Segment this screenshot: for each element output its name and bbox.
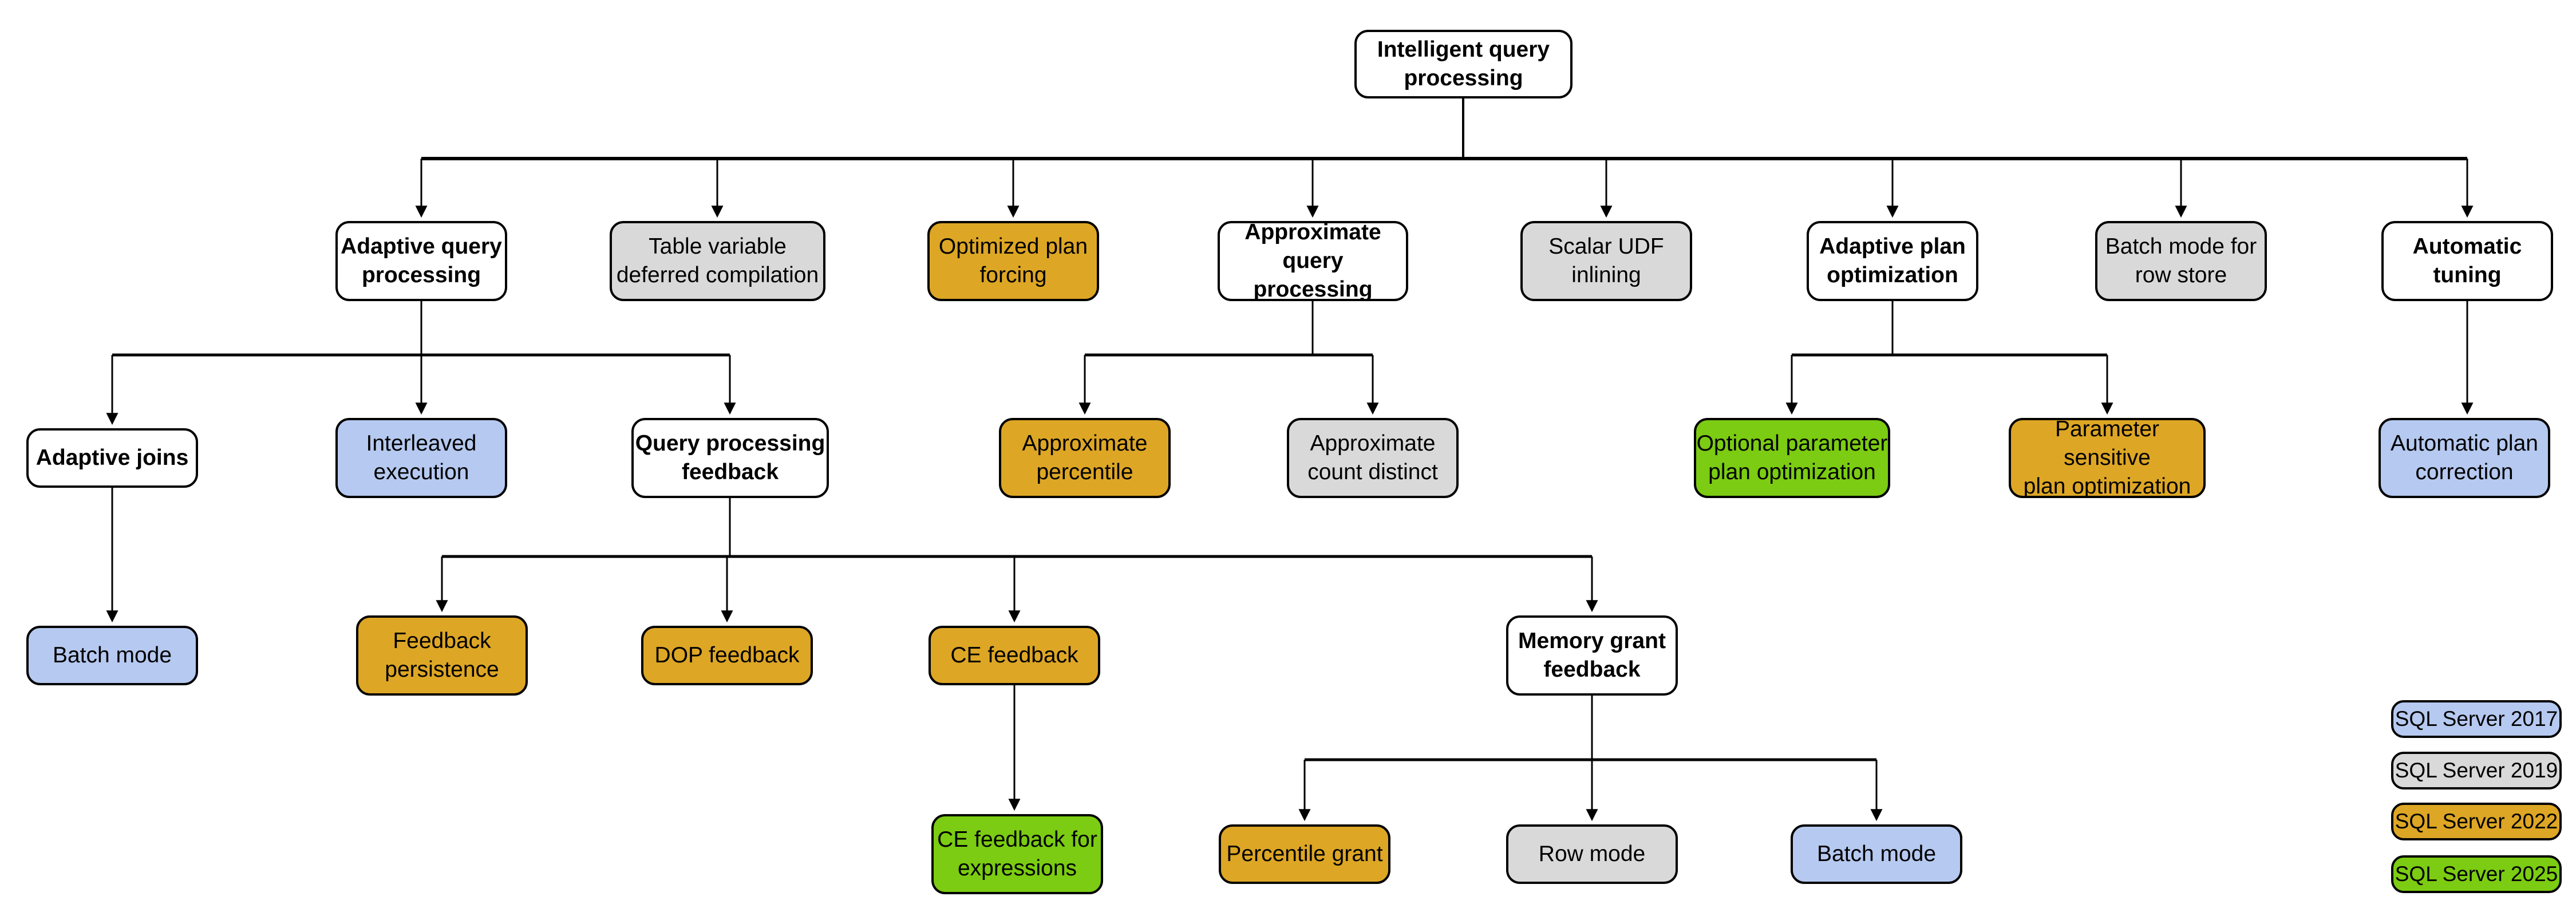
node-adaptive-query-processing: Adaptive query processing [335, 221, 507, 301]
node-batch-mode-memory-grant: Batch mode [1791, 824, 1962, 884]
legend-sql-server-2017: SQL Server 2017 [2391, 700, 2562, 738]
legend-sql-server-2019: SQL Server 2019 [2391, 752, 2562, 789]
node-dop-feedback: DOP feedback [641, 626, 813, 685]
node-percentile-grant: Percentile grant [1219, 824, 1390, 884]
node-optional-parameter-plan-optimization: Optional parameter plan optimization [1694, 418, 1890, 498]
node-feedback-persistence: Feedback persistence [356, 615, 528, 696]
node-intelligent-query-processing: Intelligent query processing [1354, 30, 1573, 98]
node-ce-feedback: CE feedback [929, 626, 1100, 685]
node-scalar-udf-inlining: Scalar UDF inlining [1520, 221, 1692, 301]
node-interleaved-execution: Interleaved execution [335, 418, 507, 498]
legend-sql-server-2025: SQL Server 2025 [2391, 855, 2562, 893]
node-adaptive-plan-optimization: Adaptive plan optimization [1807, 221, 1978, 301]
node-automatic-tuning: Automatic tuning [2381, 221, 2553, 301]
node-approximate-query-processing: Approximate query processing [1218, 220, 1408, 302]
node-automatic-plan-correction: Automatic plan correction [2379, 418, 2550, 498]
node-ce-feedback-for-expressions: CE feedback for expressions [931, 814, 1103, 894]
node-adaptive-joins: Adaptive joins [26, 428, 198, 488]
node-query-processing-feedback: Query processing feedback [631, 418, 829, 498]
node-parameter-sensitive-plan-optimization: Parameter sensitive plan optimization [2009, 417, 2206, 499]
node-batch-mode-for-row-store: Batch mode for row store [2095, 221, 2267, 301]
legend-sql-server-2022: SQL Server 2022 [2391, 803, 2562, 840]
node-batch-mode-adaptive-joins: Batch mode [26, 626, 198, 685]
node-row-mode: Row mode [1506, 824, 1678, 884]
node-approximate-percentile: Approximate percentile [999, 418, 1171, 498]
node-memory-grant-feedback: Memory grant feedback [1506, 615, 1678, 696]
node-table-variable-deferred-compilation: Table variable deferred compilation [610, 221, 825, 301]
node-optimized-plan-forcing: Optimized plan forcing [927, 221, 1099, 301]
node-approximate-count-distinct: Approximate count distinct [1287, 418, 1459, 498]
